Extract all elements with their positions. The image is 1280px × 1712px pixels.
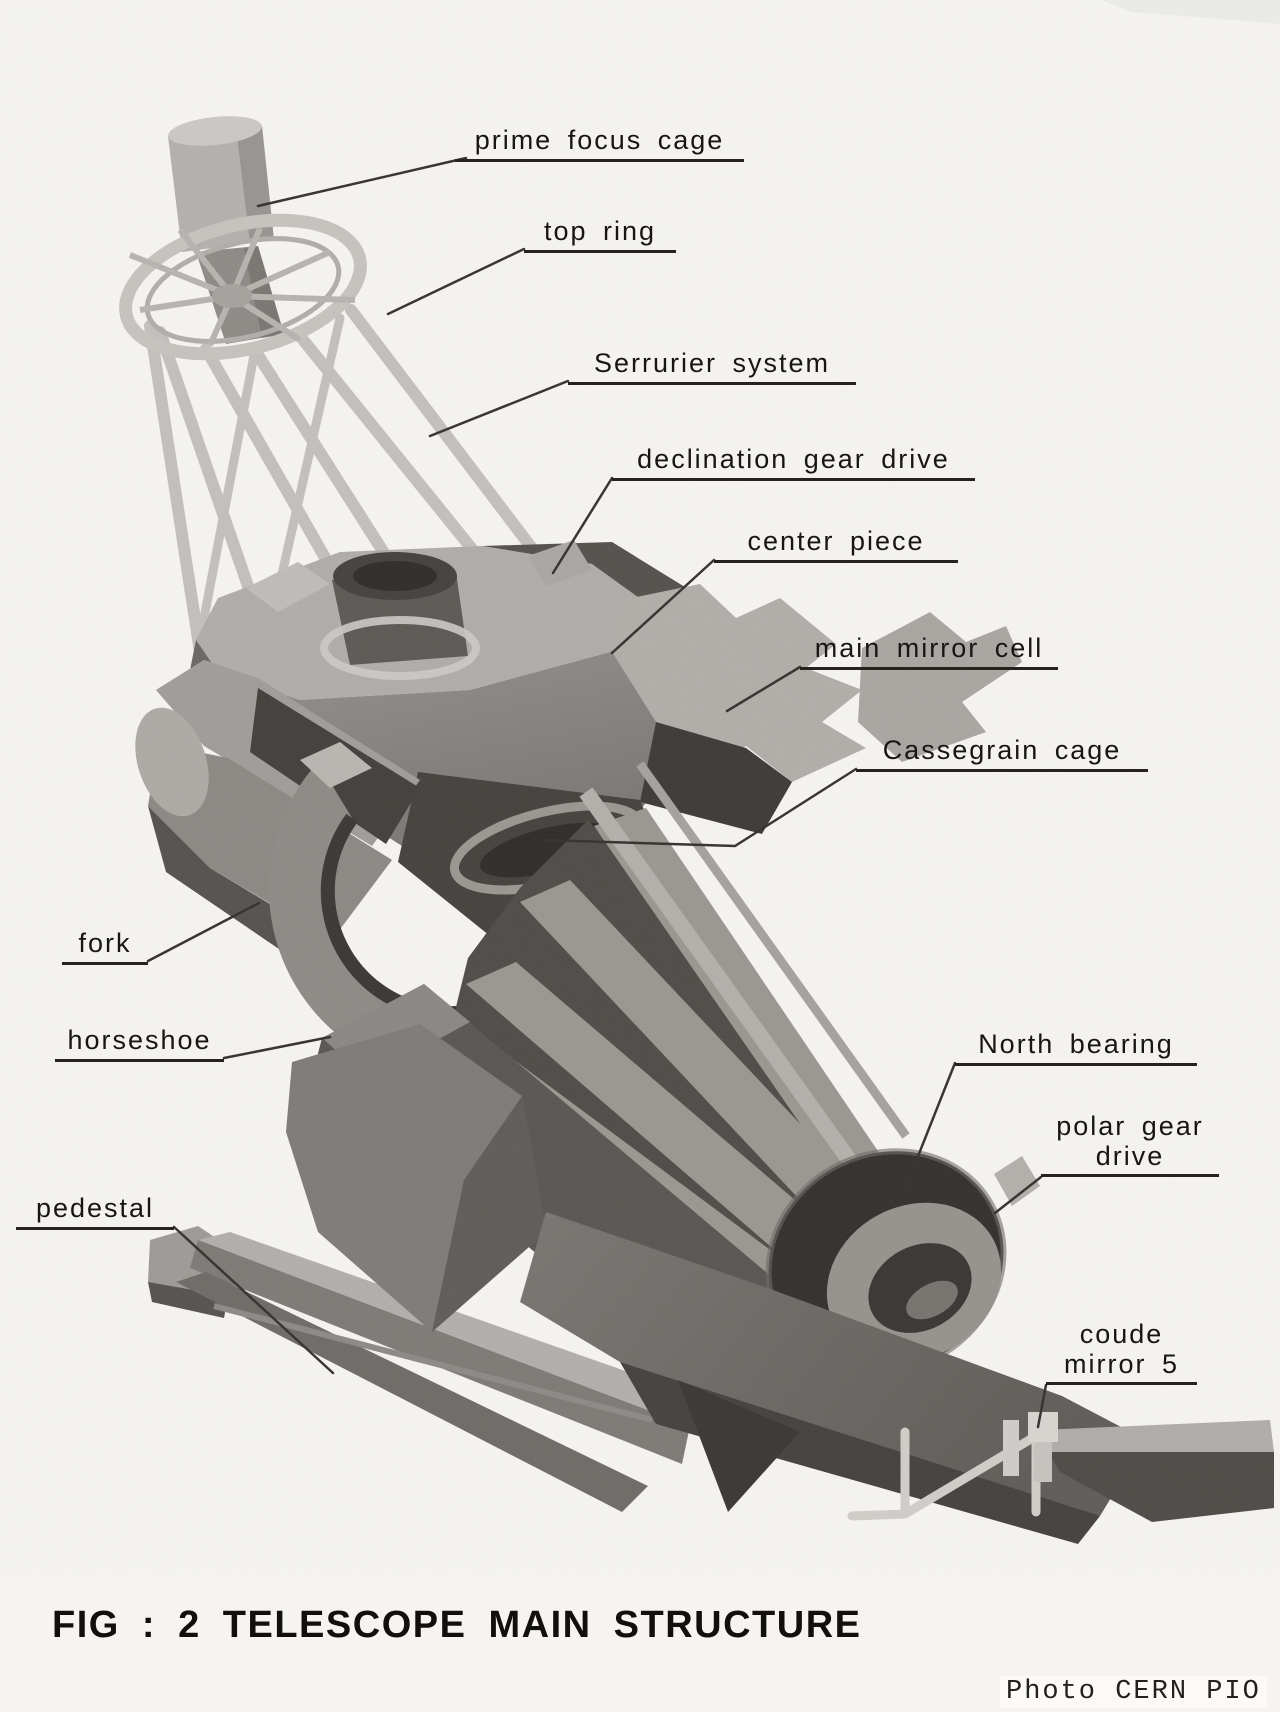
label-serrurier-system: Serrurier system — [568, 348, 856, 385]
label-coude-mirror-5-line1: coude — [1079, 1319, 1164, 1349]
film-grain — [0, 0, 1280, 1575]
label-center-piece: center piece — [714, 526, 958, 563]
label-declination-gear-drive: declination gear drive — [612, 444, 975, 481]
label-cassegrain-cage: Cassegrain cage — [856, 735, 1148, 772]
label-polar-gear-drive-line1: polar gear — [1056, 1111, 1204, 1141]
figure-caption: FIG : 2 TELESCOPE MAIN STRUCTURE — [52, 1604, 862, 1646]
photo-credit: Photo CERN PIO — [1000, 1676, 1267, 1708]
label-pedestal: pedestal — [16, 1193, 174, 1230]
label-horseshoe: horseshoe — [55, 1025, 224, 1062]
label-fork: fork — [62, 928, 148, 965]
label-coude-mirror-5: coude mirror 5 — [1046, 1319, 1197, 1386]
label-top-ring: top ring — [524, 216, 676, 253]
label-coude-mirror-5-line2: mirror 5 — [1064, 1348, 1179, 1379]
label-north-bearing: North bearing — [955, 1029, 1197, 1066]
label-polar-gear-drive: polar gear drive — [1041, 1111, 1219, 1178]
label-main-mirror-cell: main mirror cell — [800, 633, 1058, 670]
label-prime-focus-cage: prime focus cage — [455, 125, 744, 162]
label-polar-gear-drive-line2: drive — [1095, 1140, 1165, 1171]
